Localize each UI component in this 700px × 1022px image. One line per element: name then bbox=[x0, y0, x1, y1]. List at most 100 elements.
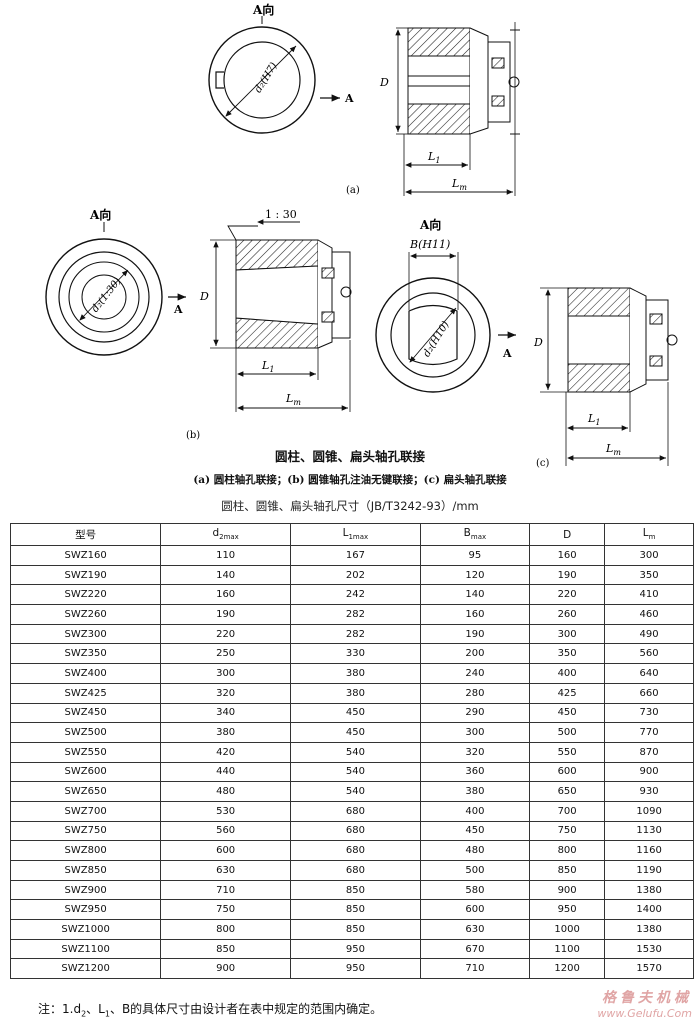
table-cell: 330 bbox=[290, 643, 421, 665]
table-cell: 850 bbox=[290, 919, 421, 940]
header-d: D bbox=[529, 523, 606, 546]
figure-legend: (a) 圆柱轴孔联接；(b) 圆锥轴孔注油无键联接；(c) 扁头轴孔联接 bbox=[193, 474, 507, 486]
table-cell: 380 bbox=[290, 663, 421, 684]
table-cell: 750 bbox=[160, 899, 292, 921]
table-cell: 280 bbox=[419, 682, 531, 704]
table-cell: 600 bbox=[160, 840, 292, 861]
table-cell: 1130 bbox=[604, 820, 694, 842]
table-cell: 250 bbox=[160, 643, 292, 665]
table-cell: 450 bbox=[290, 702, 421, 724]
table-cell: 1190 bbox=[604, 860, 694, 881]
table-cell: 190 bbox=[160, 604, 292, 625]
svg-text:d₂(1:30): d₂(1:30) bbox=[90, 276, 124, 315]
table-cell: 220 bbox=[160, 623, 292, 645]
table-cell: 650 bbox=[529, 781, 606, 802]
table-cell: 400 bbox=[419, 800, 531, 822]
watermark-brand: 格鲁夫机械 bbox=[602, 990, 692, 1006]
header-d2max: d2max bbox=[160, 523, 292, 546]
panel-label-b: (b) bbox=[186, 430, 200, 441]
table-cell: 710 bbox=[160, 879, 292, 901]
svg-text:Lm: Lm bbox=[605, 442, 621, 457]
table-cell: 160 bbox=[529, 545, 606, 566]
table-cell: 260 bbox=[529, 604, 606, 625]
watermark-url: www.Gelufu.Com bbox=[597, 1007, 692, 1020]
svg-text:d₂(H10): d₂(H10) bbox=[421, 320, 451, 360]
table-cell: 560 bbox=[604, 643, 694, 665]
table-cell: 167 bbox=[290, 545, 421, 566]
table-cell: 202 bbox=[290, 564, 421, 586]
table-cell: SWZ190 bbox=[9, 564, 162, 586]
svg-text:D: D bbox=[379, 76, 389, 89]
svg-text:Lm: Lm bbox=[285, 392, 301, 407]
svg-text:L1: L1 bbox=[587, 412, 600, 427]
table-cell: 490 bbox=[604, 623, 694, 645]
table-cell: SWZ600 bbox=[9, 761, 162, 783]
table-cell: 282 bbox=[290, 604, 421, 625]
table-cell: 680 bbox=[290, 840, 421, 861]
table-cell: SWZ950 bbox=[9, 899, 162, 921]
table-cell: SWZ700 bbox=[9, 800, 162, 822]
table-cell: 930 bbox=[604, 781, 694, 802]
table-cell: 680 bbox=[290, 820, 421, 842]
table-cell: 640 bbox=[604, 663, 694, 684]
table-cell: 480 bbox=[419, 840, 531, 861]
header-model: 型号 bbox=[9, 523, 162, 546]
table-cell: 630 bbox=[419, 919, 531, 940]
table-cell: 420 bbox=[160, 741, 292, 763]
svg-text:B(H11): B(H11) bbox=[409, 238, 450, 251]
header-l1max: L1max bbox=[290, 523, 421, 546]
table-cell: 450 bbox=[529, 702, 606, 724]
table-cell: 710 bbox=[419, 958, 531, 980]
figure-title: 圆柱、圆锥、扁头轴孔联接 bbox=[274, 449, 425, 464]
table-cell: 190 bbox=[419, 623, 531, 645]
svg-text:d₂(H7): d₂(H7) bbox=[253, 61, 280, 95]
table-cell: 242 bbox=[290, 584, 421, 606]
svg-text:L1: L1 bbox=[261, 359, 274, 374]
table-cell: 400 bbox=[529, 663, 606, 684]
table-cell: 1530 bbox=[604, 938, 694, 960]
table-cell: 630 bbox=[160, 860, 292, 881]
table-cell: 1570 bbox=[604, 958, 694, 980]
table-cell: 900 bbox=[604, 761, 694, 783]
table-cell: SWZ850 bbox=[9, 860, 162, 881]
table-cell: 220 bbox=[529, 584, 606, 606]
svg-text:A: A bbox=[173, 303, 183, 316]
panel-c-drawing: A向 B(H11) d₂(H10) A D L1 Lm (c) bbox=[375, 217, 678, 469]
table-cell: 540 bbox=[290, 741, 421, 763]
table-cell: 290 bbox=[419, 702, 531, 724]
table-cell: 95 bbox=[419, 545, 531, 566]
svg-text:A向: A向 bbox=[419, 217, 441, 232]
table-cell: 850 bbox=[290, 899, 421, 921]
svg-text:Lm: Lm bbox=[451, 177, 467, 192]
table-cell: SWZ160 bbox=[9, 545, 162, 566]
svg-text:D: D bbox=[199, 290, 209, 303]
table-cell: 1160 bbox=[604, 840, 694, 861]
table-cell: SWZ900 bbox=[9, 879, 162, 901]
table-cell: 200 bbox=[419, 643, 531, 665]
table-cell: 480 bbox=[160, 781, 292, 802]
table-cell: 110 bbox=[160, 545, 292, 566]
table-cell: SWZ550 bbox=[9, 741, 162, 763]
table-cell: 850 bbox=[160, 938, 292, 960]
svg-text:A向: A向 bbox=[89, 207, 111, 222]
table-cell: 950 bbox=[290, 958, 421, 980]
panel-b-drawing: A向 d₂(1:30) A 1 : 30 D L1 Lm (b) bbox=[45, 207, 352, 441]
footnote: 注：1.d2、L1、B的具体尺寸由设计者在表中规定的范围内确定。 bbox=[38, 1002, 383, 1019]
panel-a-drawing: A向 d₂(H7) A D L1 Lm (a) bbox=[208, 2, 520, 196]
table-cell: 950 bbox=[290, 938, 421, 960]
table-cell: 670 bbox=[419, 938, 531, 960]
table-cell: 1000 bbox=[529, 919, 606, 940]
table-cell: 750 bbox=[529, 820, 606, 842]
